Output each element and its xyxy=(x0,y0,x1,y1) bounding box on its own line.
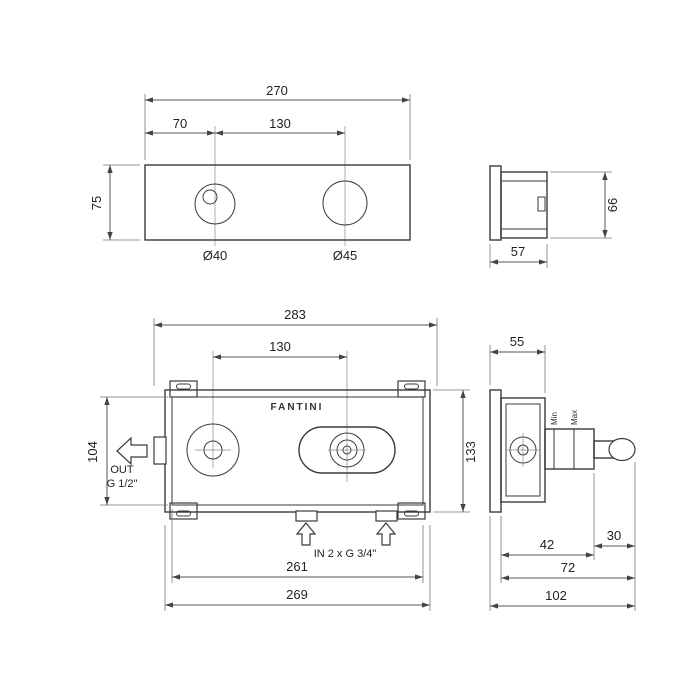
dim-trim-left-offset: 70 xyxy=(173,116,187,131)
label-hole-left-diameter: Ø40 xyxy=(203,248,228,263)
outlet-thread-label: G 1/2" xyxy=(107,478,138,490)
dim-rough-overall-width: 283 xyxy=(284,307,306,322)
inlet-flow-arrow-icon xyxy=(375,522,397,546)
screw-slot xyxy=(404,510,419,517)
trim-side-view: 66 57 xyxy=(489,165,620,268)
trim-side-plate xyxy=(489,165,502,241)
screw-slot xyxy=(176,383,191,390)
trim-side-body xyxy=(500,171,548,239)
dim-rough-box-height: 133 xyxy=(463,441,478,463)
handle-tip xyxy=(608,437,636,462)
dim-max-depth: 72 xyxy=(561,560,575,575)
inlet-port xyxy=(295,510,318,522)
outlet-port xyxy=(153,436,167,465)
hole-left-circle xyxy=(194,183,236,225)
inlet-label: IN 2 x G 3/4" xyxy=(314,548,377,560)
inlet-flow-arrow-icon xyxy=(295,522,317,546)
dim-min-depth: 42 xyxy=(540,537,554,552)
dim-trim-spacing: 130 xyxy=(269,116,291,131)
outlet-flow-arrow-icon xyxy=(116,436,148,466)
screw-slot xyxy=(176,510,191,517)
outlet-label: OUT xyxy=(110,464,134,476)
max-label: Max xyxy=(570,410,579,425)
dim-trim-height: 75 xyxy=(89,196,104,210)
dim-tip-extra: 30 xyxy=(607,528,621,543)
label-hole-right-diameter: Ø45 xyxy=(333,248,358,263)
trim-plate-outline xyxy=(144,164,411,241)
knob-detail-circle xyxy=(202,189,218,205)
valve-left-circle xyxy=(186,423,240,477)
dim-rough-outer-width: 269 xyxy=(286,587,308,602)
rough-side-view: Min Max 55 42 30 72 102 xyxy=(489,334,636,611)
cartridge-obround xyxy=(298,426,396,474)
trim-front-view: 270 70 130 75 Ø40 Ø45 xyxy=(89,83,411,263)
inlet-port xyxy=(375,510,398,522)
rough-box-inner xyxy=(171,396,424,506)
dim-trim-side-depth: 57 xyxy=(511,244,525,259)
dim-trim-side-height: 66 xyxy=(605,198,620,212)
min-label: Min xyxy=(550,412,559,425)
body-detail-port xyxy=(537,196,546,212)
screw-slot xyxy=(404,383,419,390)
cartridge-body xyxy=(544,428,595,470)
dim-trim-total-width: 270 xyxy=(266,83,288,98)
rough-front-view: FANTINI OUT G 1/2" IN 2 x G 3/4" 283 130 xyxy=(85,307,478,611)
dim-rough-side-depth: 55 xyxy=(510,334,524,349)
dim-total-depth: 102 xyxy=(545,588,567,603)
brand-logo: FANTINI xyxy=(271,402,324,413)
dim-rough-inner-width: 261 xyxy=(286,559,308,574)
dim-rough-spacing: 130 xyxy=(269,339,291,354)
hole-right-circle xyxy=(322,180,368,226)
dim-rough-plate-height: 104 xyxy=(85,441,100,463)
rough-side-plate xyxy=(489,389,502,513)
